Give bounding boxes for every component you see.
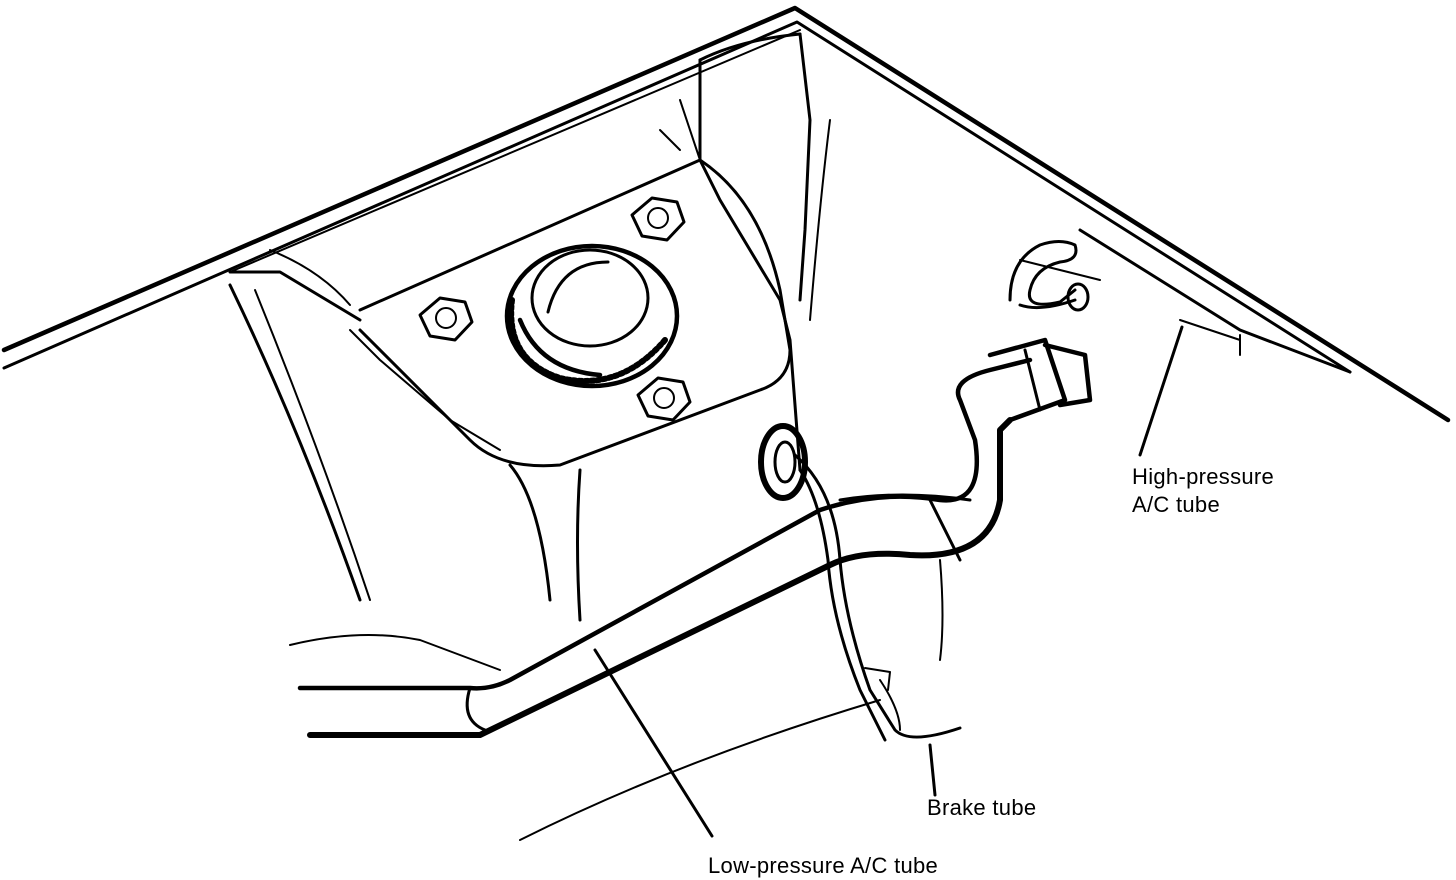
leader-low-pressure [593,648,714,838]
body-outline [1,5,1451,423]
high-pressure-ac-tube [1008,240,1090,312]
lower-body [289,559,944,841]
nut-top [630,196,686,242]
label-high-pressure-line2: A/C tube [1132,492,1221,517]
nut-left [418,296,474,342]
inner-panel [698,32,1352,472]
label-brake-tube: Brake tube [927,795,1037,820]
label-high-pressure-line1: High-pressure [1132,464,1275,489]
mounting-nuts [418,196,692,422]
strut-tower [228,99,792,622]
strut-mount-cap [504,243,680,389]
label-low-pressure-ac-tube: Low-pressure A/C tube [708,853,939,878]
low-pressure-ac-tube [297,337,1093,738]
grommet [758,423,808,501]
label-high-pressure-ac-tube: High-pressure A/C tube [1132,463,1274,519]
leader-lines [593,325,1184,838]
leader-brake [928,743,937,797]
nut-bottom [636,376,692,422]
leader-high-pressure [1138,325,1184,457]
brake-tube [793,453,962,742]
